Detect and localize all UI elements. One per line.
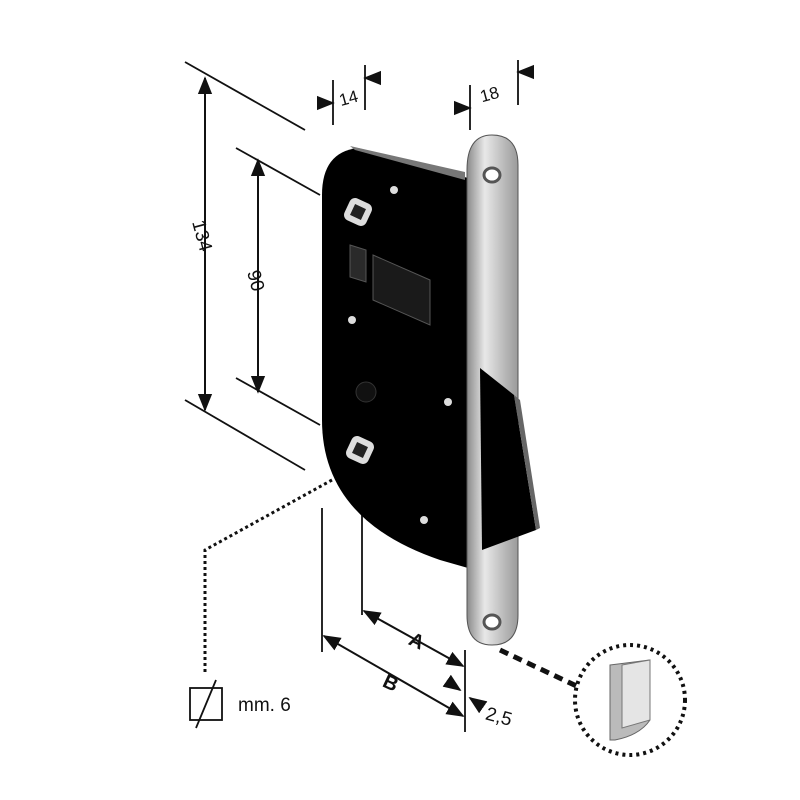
- warning-label-icon: [349, 244, 367, 283]
- key-hole-icon: [355, 381, 377, 403]
- dim-a-label: A: [405, 628, 427, 654]
- dim-b-line: [322, 635, 465, 717]
- screw-hole-icon: [390, 186, 398, 194]
- dim-18-label: 18: [478, 83, 501, 106]
- square-spindle-icon: [189, 679, 223, 729]
- callout-dotted-line: [203, 478, 333, 672]
- dim-134-label: 134: [187, 218, 216, 254]
- product-label: [372, 254, 431, 326]
- spindle-size-label: mm. 6: [238, 695, 291, 716]
- dim-25-arrow-left: [442, 674, 462, 692]
- faceplate-screw-hole-icon: [482, 166, 502, 184]
- lock-body: [322, 148, 468, 568]
- dim-14-label: 14: [337, 87, 360, 110]
- screw-hole-icon: [444, 398, 452, 406]
- dim-b-label: B: [379, 670, 401, 696]
- latch-bolt: [480, 368, 536, 550]
- lock-body-top-edge: [350, 146, 465, 180]
- dimension-lines: [197, 64, 535, 717]
- screw-hole-icon: [420, 516, 428, 524]
- faceplate-screw-hole-icon: [482, 613, 502, 631]
- lock-body-details: [344, 186, 452, 524]
- dim-25-label: 2,5: [483, 704, 514, 731]
- dim-90-label: 90: [242, 268, 268, 294]
- screw-hole-icon: [348, 316, 356, 324]
- dim-25-arrow-right: [468, 696, 488, 714]
- callout-dashed-line: [498, 647, 587, 693]
